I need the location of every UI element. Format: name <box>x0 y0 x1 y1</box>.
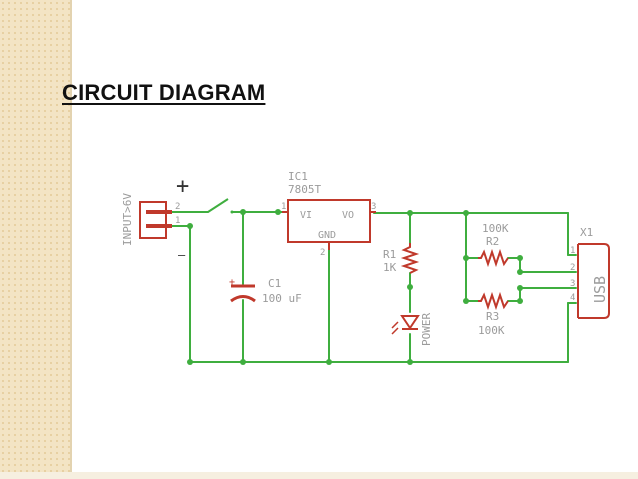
ic1-pin1-label: 1 <box>281 202 286 212</box>
junction-dots <box>187 209 523 365</box>
junction-dot <box>407 210 413 216</box>
ic1-gnd-label: GND <box>318 230 336 241</box>
junction-dot <box>517 255 523 261</box>
ic1-pin3-label: 3 <box>371 202 376 212</box>
resistor-r1: R1 1K <box>383 243 420 274</box>
page-title: CIRCUIT DIAGRAM <box>62 80 266 105</box>
led-label: POWER <box>420 313 433 346</box>
junction-dot <box>463 298 469 304</box>
ic1-part: 7805T <box>288 183 321 196</box>
usb-pin-label: 4 <box>570 293 575 303</box>
c1-polarity: + <box>229 277 235 288</box>
resistor-r3: R3 100K <box>478 291 509 337</box>
capacitor-c1: + C1 100 uF <box>229 277 302 305</box>
junction-dot <box>326 359 332 365</box>
usb-pin-label: 2 <box>570 263 575 273</box>
r1-value: 1K <box>383 261 397 274</box>
r3-name: R3 <box>486 310 499 323</box>
junction-dot <box>517 298 523 304</box>
junction-dot <box>463 210 469 216</box>
junction-dot <box>407 284 413 290</box>
resistor-r2: 100K R2 <box>478 222 509 268</box>
power-led: POWER <box>391 313 433 346</box>
wires <box>171 211 577 363</box>
junction-dot <box>240 209 246 215</box>
r2-name: R2 <box>486 235 499 248</box>
usb-pin-label: 1 <box>570 246 575 256</box>
junction-dot <box>463 255 469 261</box>
input-pin2-label: 2 <box>175 202 180 212</box>
input-label: INPUT>6V <box>121 193 134 246</box>
ic1-vi-label: VI <box>300 210 312 221</box>
r3-value: 100K <box>478 324 505 337</box>
input-pin1-label: 1 <box>175 216 180 226</box>
plus-symbol: + <box>176 174 189 199</box>
minus-symbol: – <box>178 248 186 262</box>
voltage-regulator-ic1: IC1 7805T VI VO GND 1 3 2 <box>281 170 376 258</box>
power-switch <box>207 198 234 214</box>
usb-name: X1 <box>580 226 593 239</box>
usb-connector-x1: X1 USB 1 2 3 4 <box>570 226 610 319</box>
junction-dot <box>407 359 413 365</box>
junction-dot <box>187 223 193 229</box>
usb-pin-label: 3 <box>570 279 575 289</box>
c1-value: 100 uF <box>262 292 302 305</box>
junction-dot <box>517 285 523 291</box>
ic1-name: IC1 <box>288 170 308 183</box>
decorative-side-strip <box>0 0 72 479</box>
junction-dot <box>240 359 246 365</box>
ic1-vo-label: VO <box>342 210 354 221</box>
decorative-bottom-strip <box>0 472 638 479</box>
ic1-pin2-label: 2 <box>320 248 325 258</box>
junction-dot <box>275 209 281 215</box>
r1-name: R1 <box>383 248 396 261</box>
r2-value: 100K <box>482 222 509 235</box>
junction-dot <box>187 359 193 365</box>
input-connector: 2 1 INPUT>6V + – <box>121 174 189 262</box>
c1-name: C1 <box>268 277 281 290</box>
junction-dot <box>517 269 523 275</box>
usb-label: USB <box>591 276 609 303</box>
